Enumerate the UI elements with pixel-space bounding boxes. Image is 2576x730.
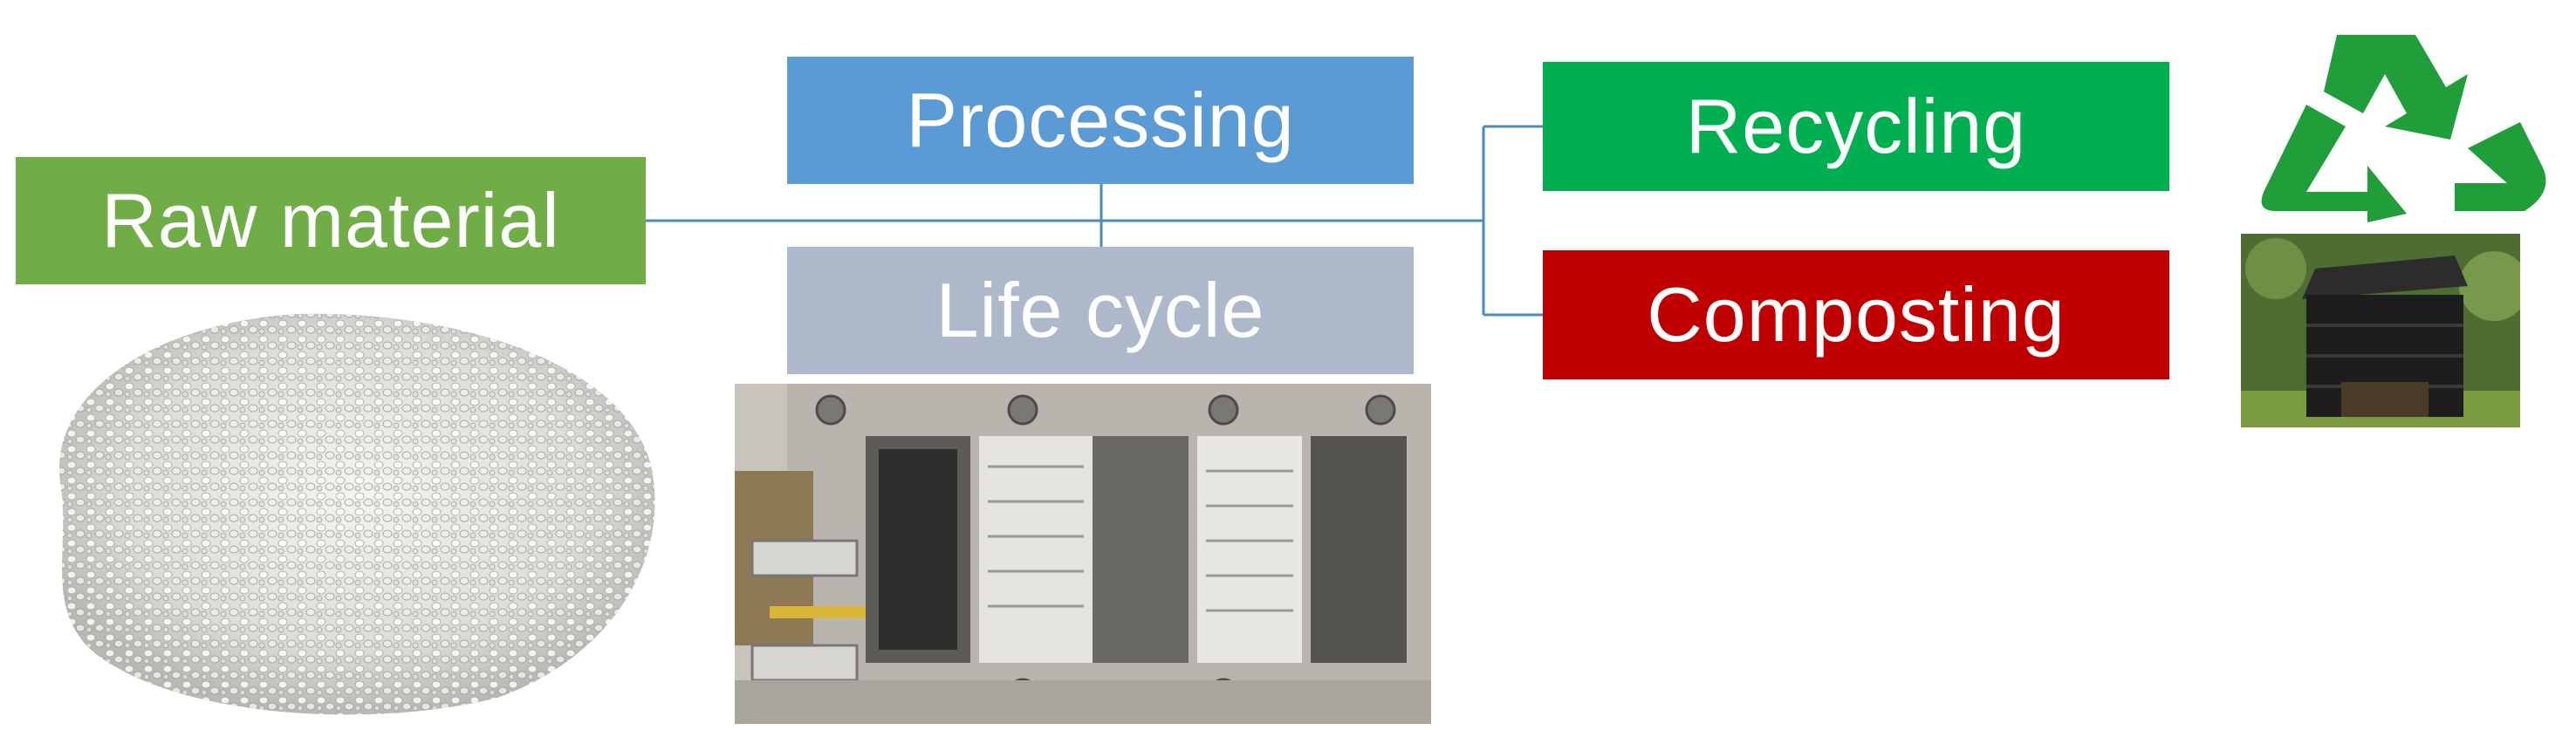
processing-label: Processing <box>906 77 1295 163</box>
composting-label: Composting <box>1647 271 2066 358</box>
plastic-pellets-photo <box>58 313 655 715</box>
raw-material-label: Raw material <box>101 177 560 263</box>
recycle-icon <box>2261 35 2546 222</box>
life-cycle-box: Life cycle <box>787 247 1414 374</box>
recycling-label: Recycling <box>1685 83 2027 169</box>
compost-bin-photo <box>2241 234 2520 427</box>
composting-box: Composting <box>1543 250 2169 379</box>
recycling-box: Recycling <box>1543 62 2169 191</box>
processing-box: Processing <box>787 57 1414 184</box>
raw-material-box: Raw material <box>16 157 646 284</box>
injection-mold-photo <box>735 384 1431 724</box>
life-cycle-label: Life cycle <box>935 267 1265 353</box>
